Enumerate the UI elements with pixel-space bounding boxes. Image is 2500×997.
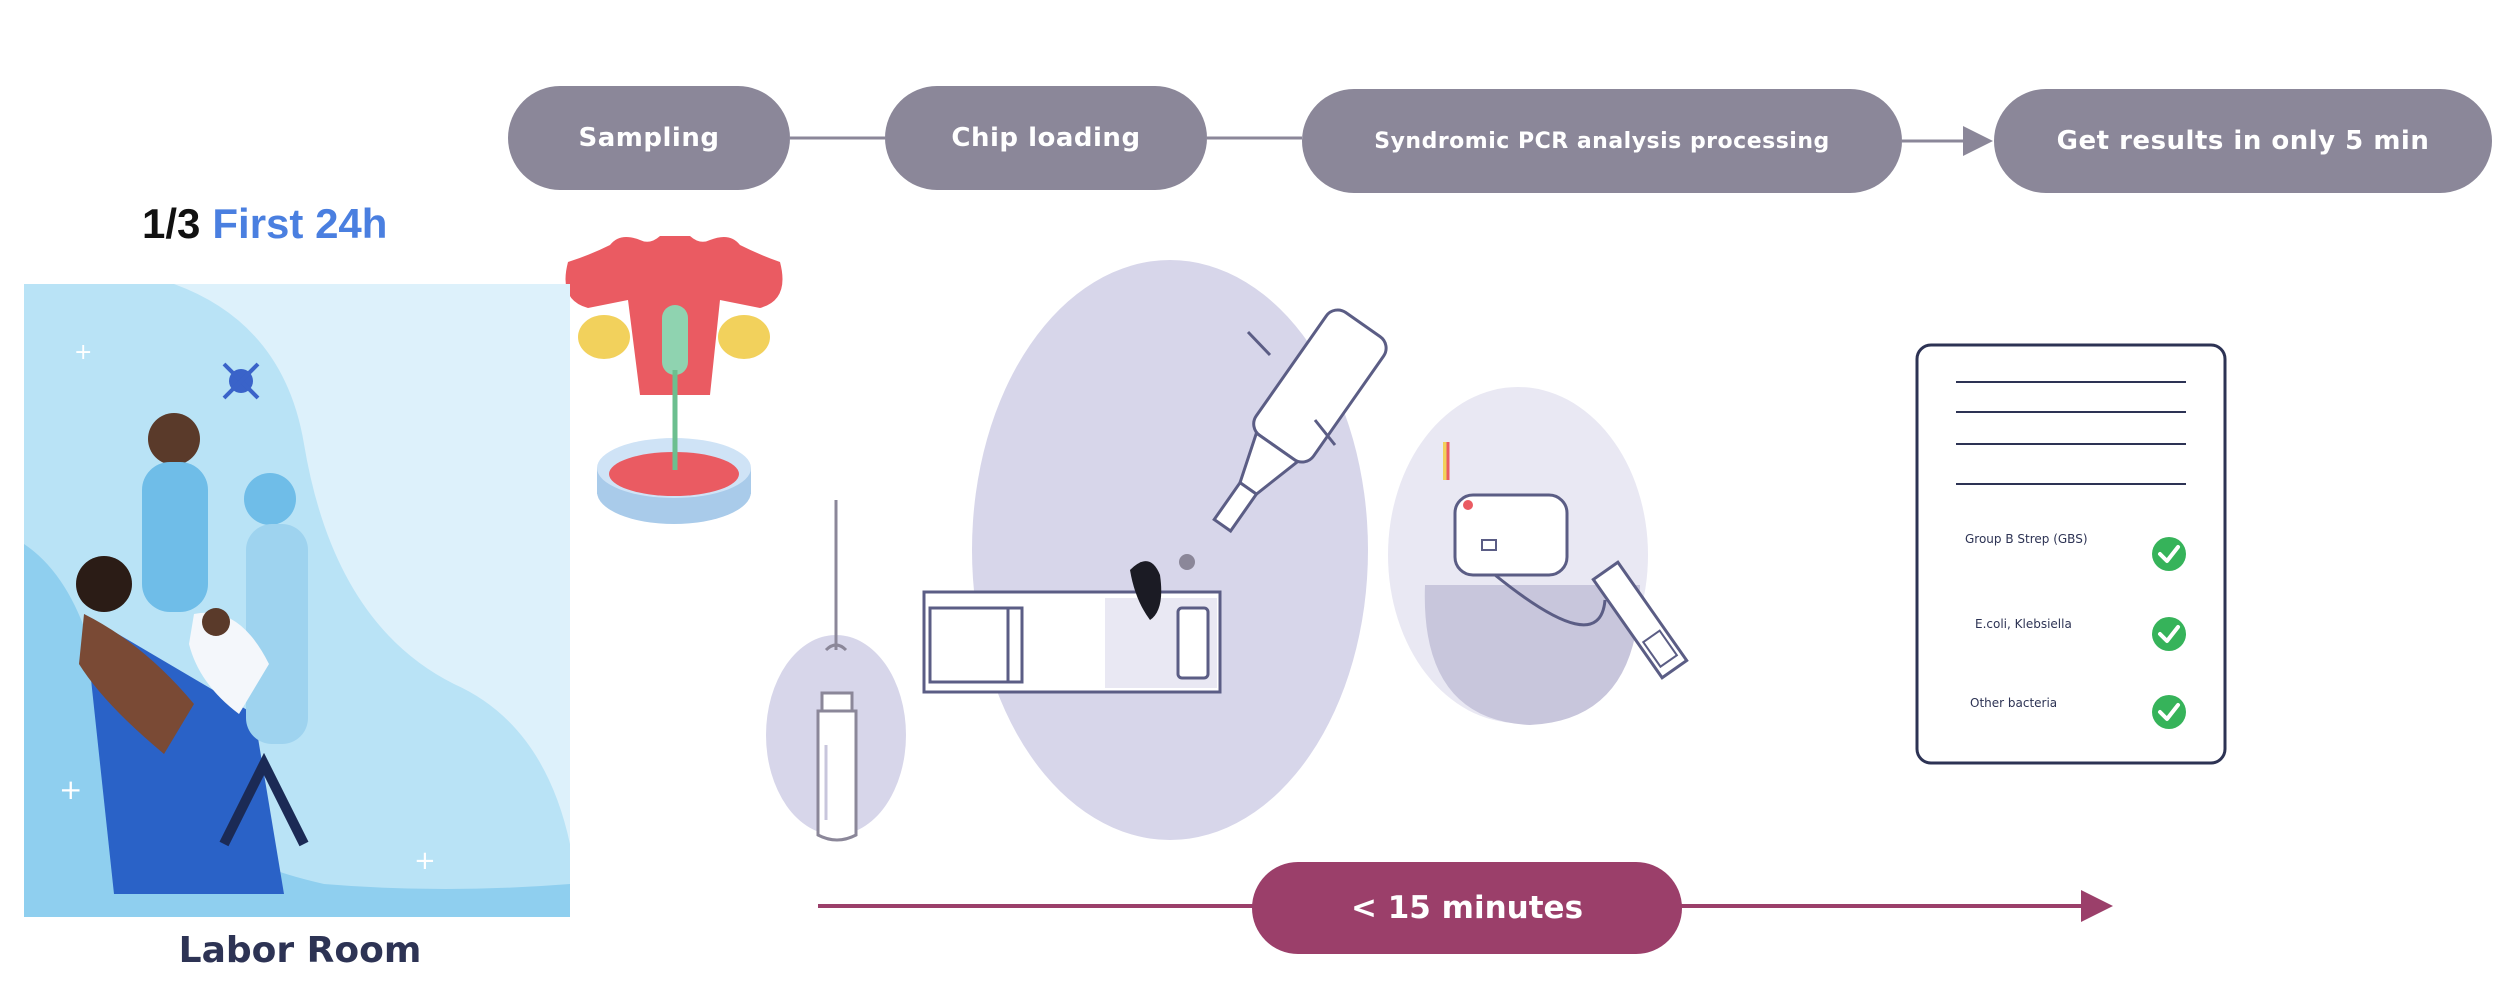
result-label-ecoli: E.coli, Klebsiella [1975, 617, 2072, 631]
pcr-device-icon [1388, 387, 1689, 725]
virus-icon [222, 362, 260, 400]
svg-text:+: + [59, 773, 82, 806]
duration-badge: < 15 minutes [1252, 862, 1682, 954]
result-label-other: Other bacteria [1970, 696, 2058, 710]
step-pcr-processing: Syndromic PCR analysis processing [1302, 89, 1902, 193]
step-chip-loading: Chip loading [885, 86, 1207, 190]
uterus-swab-icon [565, 236, 783, 524]
chip-loading-icon [922, 260, 1388, 840]
step-label: Sampling [578, 123, 720, 153]
svg-text:+: + [74, 340, 92, 365]
step-get-results: Get results in only 5 min [1994, 89, 2492, 193]
svg-text:+: + [414, 846, 436, 876]
step-label: Get results in only 5 min [2056, 126, 2430, 156]
results-report-card [1915, 343, 2227, 765]
step-sampling: Sampling [508, 86, 790, 190]
step-label: Syndromic PCR analysis processing [1374, 128, 1830, 154]
step-label: Chip loading [951, 123, 1141, 153]
sample-tube-icon [766, 500, 906, 842]
labor-room-illustration: + + + [24, 284, 570, 917]
result-label-gbs: Group B Strep (GBS) [1965, 532, 2088, 546]
stage-timeframe: First 24h [212, 200, 388, 247]
check-icon [2152, 695, 2186, 729]
stage-number: 1/3 [142, 200, 201, 247]
check-icon [2152, 537, 2186, 571]
check-icon [2152, 617, 2186, 651]
location-label: Labor Room [178, 930, 422, 971]
